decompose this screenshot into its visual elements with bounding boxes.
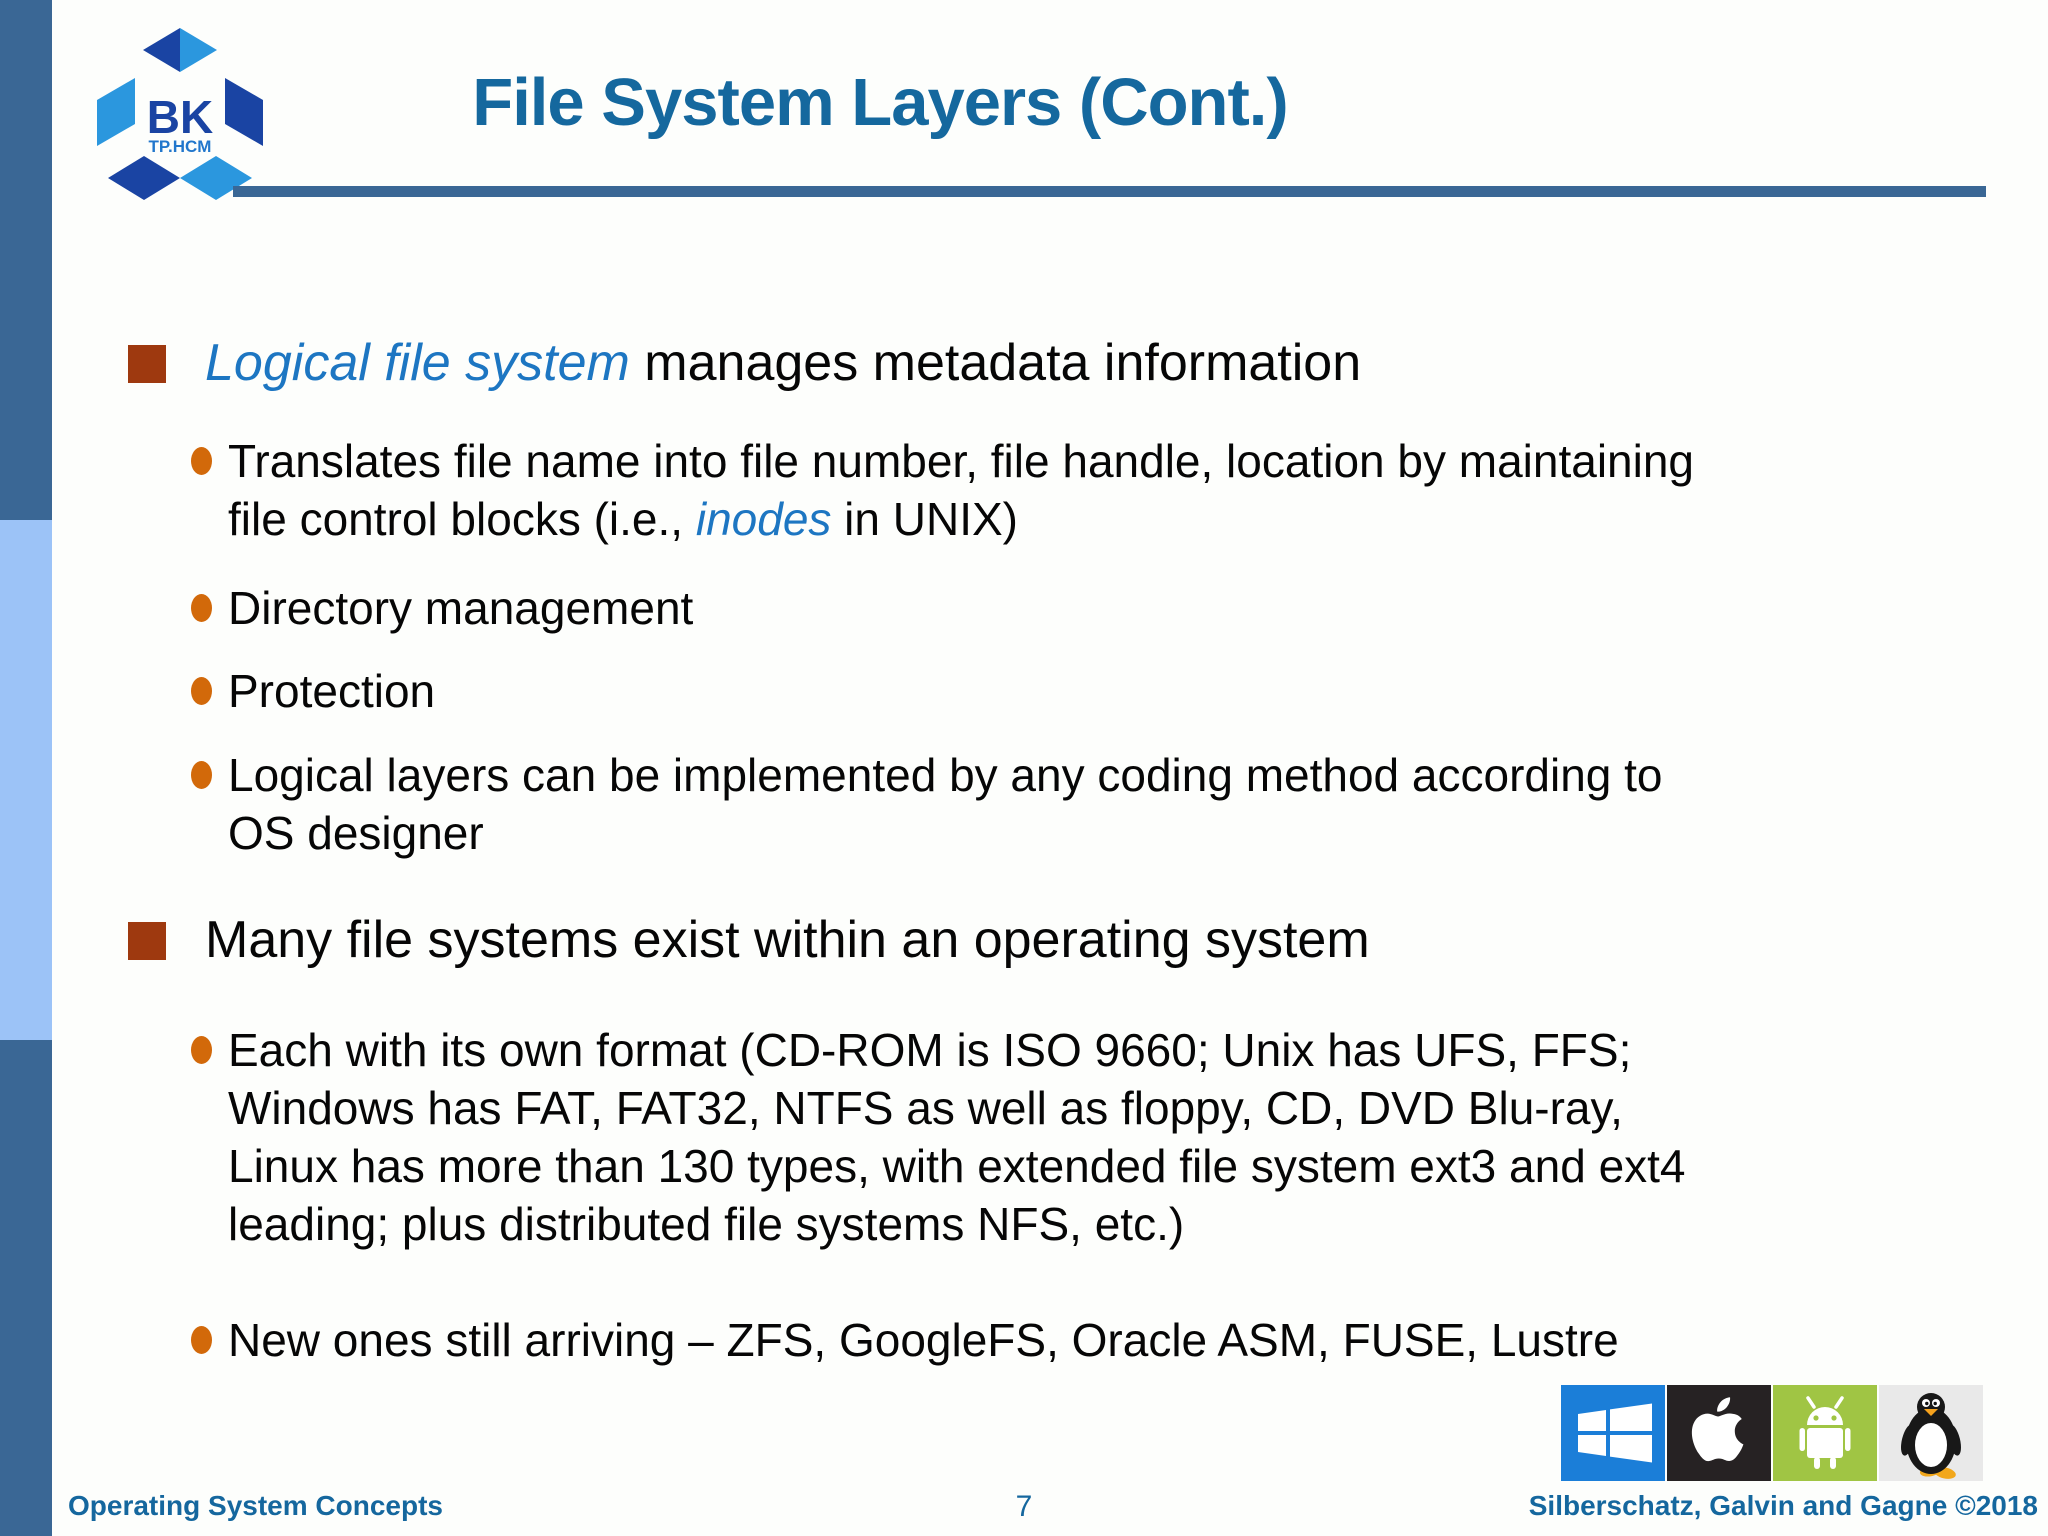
bullet-item: Each with its own format (CD-ROM is ISO … [0, 1021, 2048, 1253]
text-run: OS designer [228, 807, 484, 859]
circle-bullet-icon [191, 447, 212, 475]
text-run: Windows has FAT, FAT32, NTFS as well as … [228, 1082, 1623, 1134]
logo-bottom-left-cube [108, 156, 180, 200]
windows-icon [1561, 1385, 1665, 1481]
logo-cube-top-right-face [180, 28, 217, 72]
bullet-text: Each with its own format (CD-ROM is ISO … [228, 1021, 1968, 1253]
logo-text-tphcm: TP.HCM [149, 137, 212, 156]
footer-book-title: Operating System Concepts [68, 1490, 443, 1521]
linux-tux-icon [1879, 1385, 1983, 1481]
text-run: Each with its own format (CD-ROM is ISO … [228, 1024, 1632, 1076]
bullet-text: Directory management [228, 579, 1968, 637]
os-icon-strip [1561, 1385, 1983, 1481]
logo-left-arm [97, 78, 135, 146]
square-bullet-icon [128, 922, 166, 960]
text-run: manages metadata information [629, 334, 1362, 392]
page-title: File System Layers (Cont.) [472, 65, 1288, 140]
bullet-text: Translates file name into file number, f… [228, 432, 1968, 548]
text-run: Directory management [228, 582, 694, 634]
circle-bullet-icon [191, 1036, 212, 1064]
text-run: New ones still arriving – ZFS, GoogleFS,… [228, 1314, 1619, 1366]
bullet-item: Translates file name into file number, f… [0, 432, 2048, 548]
footer-page-number: 7 [1015, 1490, 1033, 1523]
title-underline [233, 186, 1986, 197]
bullet-text: Protection [228, 662, 1968, 720]
circle-bullet-icon [191, 1326, 212, 1354]
text-run: file control blocks (i.e., [228, 493, 696, 545]
accent-bar-middle-segment [0, 520, 52, 1040]
bullet-text: Logical file system manages metadata inf… [205, 332, 2048, 394]
emphasized-term: inodes [695, 493, 832, 545]
text-run: Linux has more than 130 types, with exte… [228, 1140, 1686, 1192]
bullet-text: Logical layers can be implemented by any… [228, 746, 1968, 862]
bullet-text: New ones still arriving – ZFS, GoogleFS,… [228, 1311, 1968, 1369]
accent-bar-top-segment [0, 0, 52, 520]
square-bullet-icon [128, 345, 166, 383]
text-run: Protection [228, 665, 436, 717]
text-run: Logical layers can be implemented by any… [228, 749, 1663, 801]
bullet-item: Protection [0, 662, 2048, 720]
apple-icon [1667, 1385, 1771, 1481]
emphasized-term: Logical file system [205, 334, 630, 392]
bullet-item: New ones still arriving – ZFS, GoogleFS,… [0, 1311, 2048, 1369]
circle-bullet-icon [191, 761, 212, 789]
footer-authors: Silberschatz, Galvin and Gagne ©2018 [1528, 1490, 2038, 1521]
bullet-text: Many file systems exist within an operat… [205, 909, 2048, 971]
text-run: in UNIX) [831, 493, 1018, 545]
bullet-item: Directory management [0, 579, 2048, 637]
android-icon [1773, 1385, 1877, 1481]
accent-bar-bottom-segment [0, 1040, 52, 1536]
left-accent-bar [0, 0, 52, 1536]
logo-cube-top-left-face [143, 28, 180, 72]
bullet-item: Logical file system manages metadata inf… [0, 332, 2048, 394]
circle-bullet-icon [191, 594, 212, 622]
circle-bullet-icon [191, 677, 212, 705]
bullet-item: Logical layers can be implemented by any… [0, 746, 2048, 862]
text-run: leading; plus distributed file systems N… [228, 1198, 1185, 1250]
text-run: Many file systems exist within an operat… [205, 911, 1370, 969]
text-run: Translates file name into file number, f… [228, 435, 1695, 487]
footer: Operating System Concepts 7 Silberschatz… [0, 1490, 2048, 1530]
logo-text-bk: BK [147, 91, 213, 143]
logo-right-arm [225, 78, 263, 146]
bullet-item: Many file systems exist within an operat… [0, 909, 2048, 971]
